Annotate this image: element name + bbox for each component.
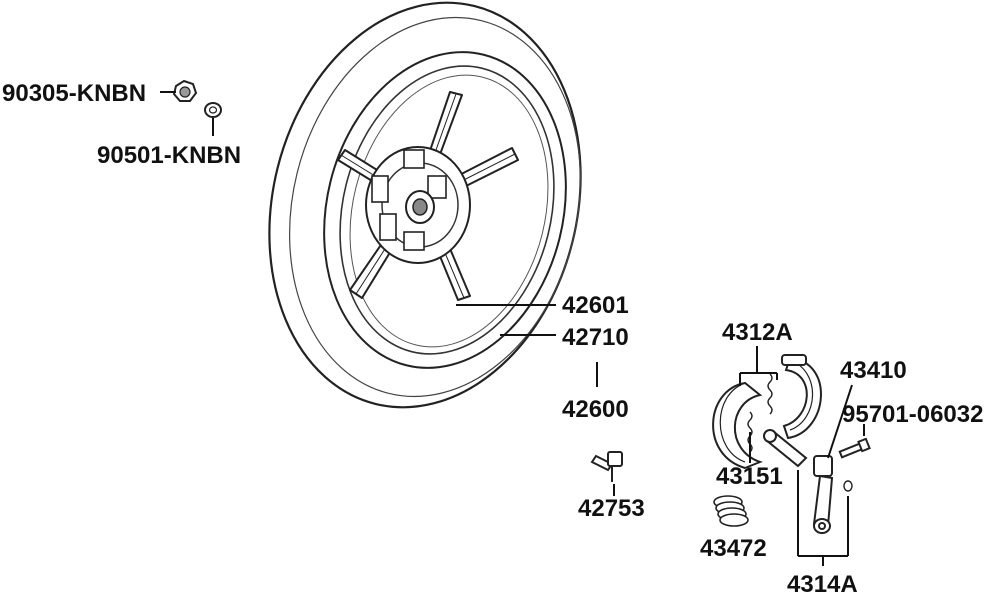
label-42753: 42753 [578, 495, 645, 522]
label-42600: 42600 [562, 396, 629, 423]
label-4312A: 4312A [722, 319, 793, 346]
washer-illustration [204, 102, 222, 118]
bolt-illustration [838, 437, 871, 459]
brake-arm-illustration [812, 455, 834, 534]
label-4314A: 4314A [787, 571, 858, 598]
rear-wheel-illustration [268, 1, 582, 409]
small-washer-illustration [843, 480, 853, 492]
label-90501: 90501-KNBN [97, 142, 241, 169]
label-43410: 43410 [840, 357, 907, 384]
valve-stem-illustration [590, 451, 623, 482]
label-42601: 42601 [562, 292, 629, 319]
brake-shoes-illustration [712, 354, 822, 470]
label-43151: 43151 [716, 463, 783, 490]
rim-inner [339, 65, 555, 355]
label-90305: 90305-KNBN [2, 80, 146, 107]
compression-spring-illustration [713, 495, 749, 527]
wheel-hub [365, 146, 471, 264]
label-42710: 42710 [562, 324, 629, 351]
axle-nut-illustration [172, 79, 198, 102]
brake-cam-illustration [763, 429, 808, 468]
label-95701: 95701-06032 [842, 401, 983, 428]
leader-lines [160, 91, 865, 566]
tire-tread-line [288, 16, 582, 398]
label-43472: 43472 [700, 535, 767, 562]
